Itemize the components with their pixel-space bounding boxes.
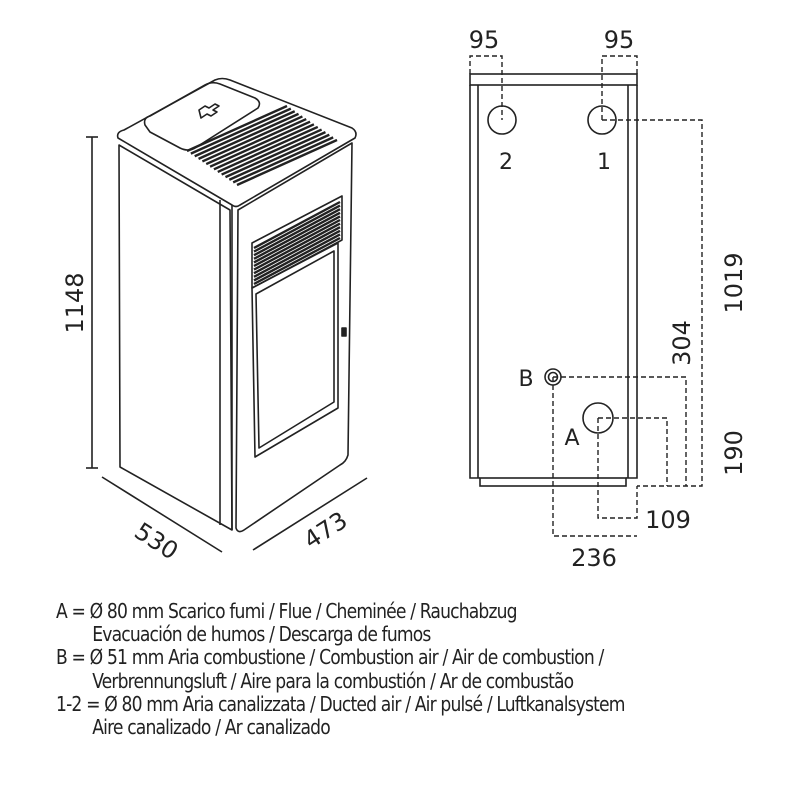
top-grille-slat	[201, 115, 303, 163]
outlet-1-circle	[587, 105, 617, 135]
front-grille	[251, 195, 343, 289]
top-grille-slat	[198, 112, 300, 160]
outlet-a-circle	[582, 402, 614, 434]
outlet-b-label: B	[518, 367, 533, 392]
top-grille-slat	[221, 128, 323, 176]
stove-perspective-view	[86, 77, 368, 553]
height-1019-label: 1019	[720, 252, 748, 313]
legend-b-line2: Verbrennungsluft / Aire para la combusti…	[92, 668, 574, 693]
door-handle-icon	[341, 327, 347, 337]
height-304-label: 304	[668, 320, 696, 366]
stove-side-face	[118, 144, 233, 531]
top-grille-slat	[186, 104, 288, 153]
outlet-2-label: 2	[499, 150, 513, 175]
height-304-guide	[553, 376, 687, 486]
front-grille-slat	[253, 200, 341, 250]
top-grille-slat	[209, 120, 311, 168]
glass-door	[251, 242, 339, 458]
front-grille-slat	[253, 226, 341, 275]
front-grille-slat	[253, 222, 341, 271]
connections-legend: A = Ø 80 mm Scarico fumi / Flue / Chemin…	[56, 599, 625, 740]
dimension-guides	[469, 55, 703, 537]
stove-top-face	[116, 77, 357, 208]
legend-12-line2: Aire canalizado / Ar canalizado	[92, 715, 330, 740]
height-190-guide	[598, 417, 668, 486]
offset-236-guide	[552, 377, 637, 537]
front-grille-slat	[253, 229, 341, 278]
top-grille-slat	[232, 136, 334, 184]
front-grille-slat	[253, 233, 341, 282]
grille-slats	[186, 104, 341, 286]
height-label: 1148	[61, 272, 89, 333]
offset-109-label: 109	[645, 506, 691, 534]
front-grille-slat	[253, 211, 341, 260]
legend-b-line1: B = Ø 51 mm Aria combustione / Combustio…	[56, 645, 604, 670]
offset-95-left-guide	[469, 55, 503, 120]
back-top-cap	[469, 73, 638, 86]
width-label: 473	[299, 506, 353, 554]
top-grille-slat	[217, 125, 319, 174]
height-1019-guide	[602, 119, 703, 487]
front-grille-slat	[253, 204, 341, 253]
top-grille-slat	[224, 131, 326, 179]
offset-109-guide	[597, 418, 638, 519]
legend-12-line1: 1-2 = Ø 80 mm Aria canalizzata / Ducted …	[56, 691, 625, 716]
offset-95-right-guide	[601, 55, 638, 120]
front-grille-slat	[253, 208, 341, 257]
front-grille-slat	[253, 236, 341, 286]
front-grille-slat	[253, 218, 341, 268]
stove-back-view	[469, 73, 638, 487]
offset-95-left-label: 95	[469, 26, 500, 54]
depth-label: 530	[130, 517, 184, 565]
outlet-1-label: 1	[597, 150, 611, 175]
front-grille-slat	[253, 215, 341, 264]
top-grille-slat	[228, 133, 330, 181]
outlet-a-label: A	[564, 426, 579, 451]
top-grille-slat	[190, 107, 292, 155]
height-190-label: 190	[720, 430, 748, 476]
stove-front-face	[235, 142, 353, 533]
width-dimension-line	[252, 477, 368, 551]
top-grille-slat	[213, 123, 315, 171]
legend-a-line1: A = Ø 80 mm Scarico fumi / Flue / Chemin…	[56, 599, 518, 623]
top-grille-slat	[205, 117, 307, 166]
offset-95-right-label: 95	[604, 26, 635, 54]
depth-dimension-line	[101, 476, 223, 553]
top-grille-slat	[194, 110, 296, 158]
glass-door-inner	[255, 250, 335, 449]
legend-a-line2: Evacuación de humos / Descarga de fumos	[92, 622, 431, 647]
back-outer-edges	[469, 85, 638, 479]
offset-236-label: 236	[571, 544, 617, 572]
lid-handle-icon	[198, 103, 220, 119]
top-grille-slat	[236, 138, 338, 187]
